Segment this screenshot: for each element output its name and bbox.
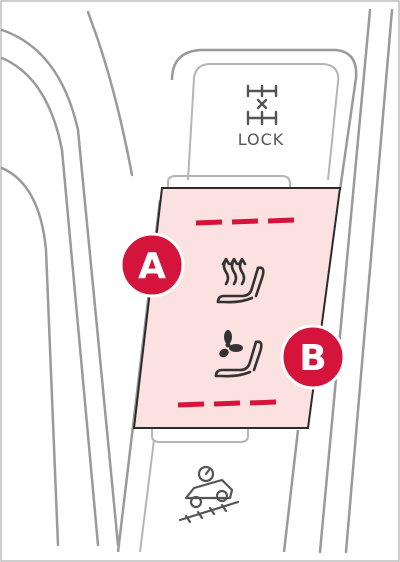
top-button-frame xyxy=(187,63,340,181)
switch-panel-outline xyxy=(170,48,358,191)
console-edge-trim xyxy=(318,8,394,554)
ventilated-seat-icon xyxy=(214,330,263,378)
callout-a-circle xyxy=(119,232,185,298)
callout-a-label: A xyxy=(138,246,166,287)
panel-tab-top xyxy=(167,175,291,190)
highlight-dash-top xyxy=(195,217,295,226)
heated-seat-icon xyxy=(216,257,265,304)
switch-panel-outline-right-lower xyxy=(282,429,300,553)
lock-label: LOCK xyxy=(238,130,285,149)
callout-b-label: B xyxy=(299,338,326,379)
callout-b-circle xyxy=(280,324,346,390)
panel-tab-bottom xyxy=(151,428,249,443)
highlight-dash-bottom xyxy=(177,399,277,408)
hill-descent-control-icon xyxy=(178,465,240,524)
bottom-button-frame xyxy=(139,439,155,553)
dashboard-outline xyxy=(0,10,134,547)
4wd-lock-icon xyxy=(246,84,278,126)
callout-a: A xyxy=(119,232,185,298)
callout-b: B xyxy=(280,324,346,390)
